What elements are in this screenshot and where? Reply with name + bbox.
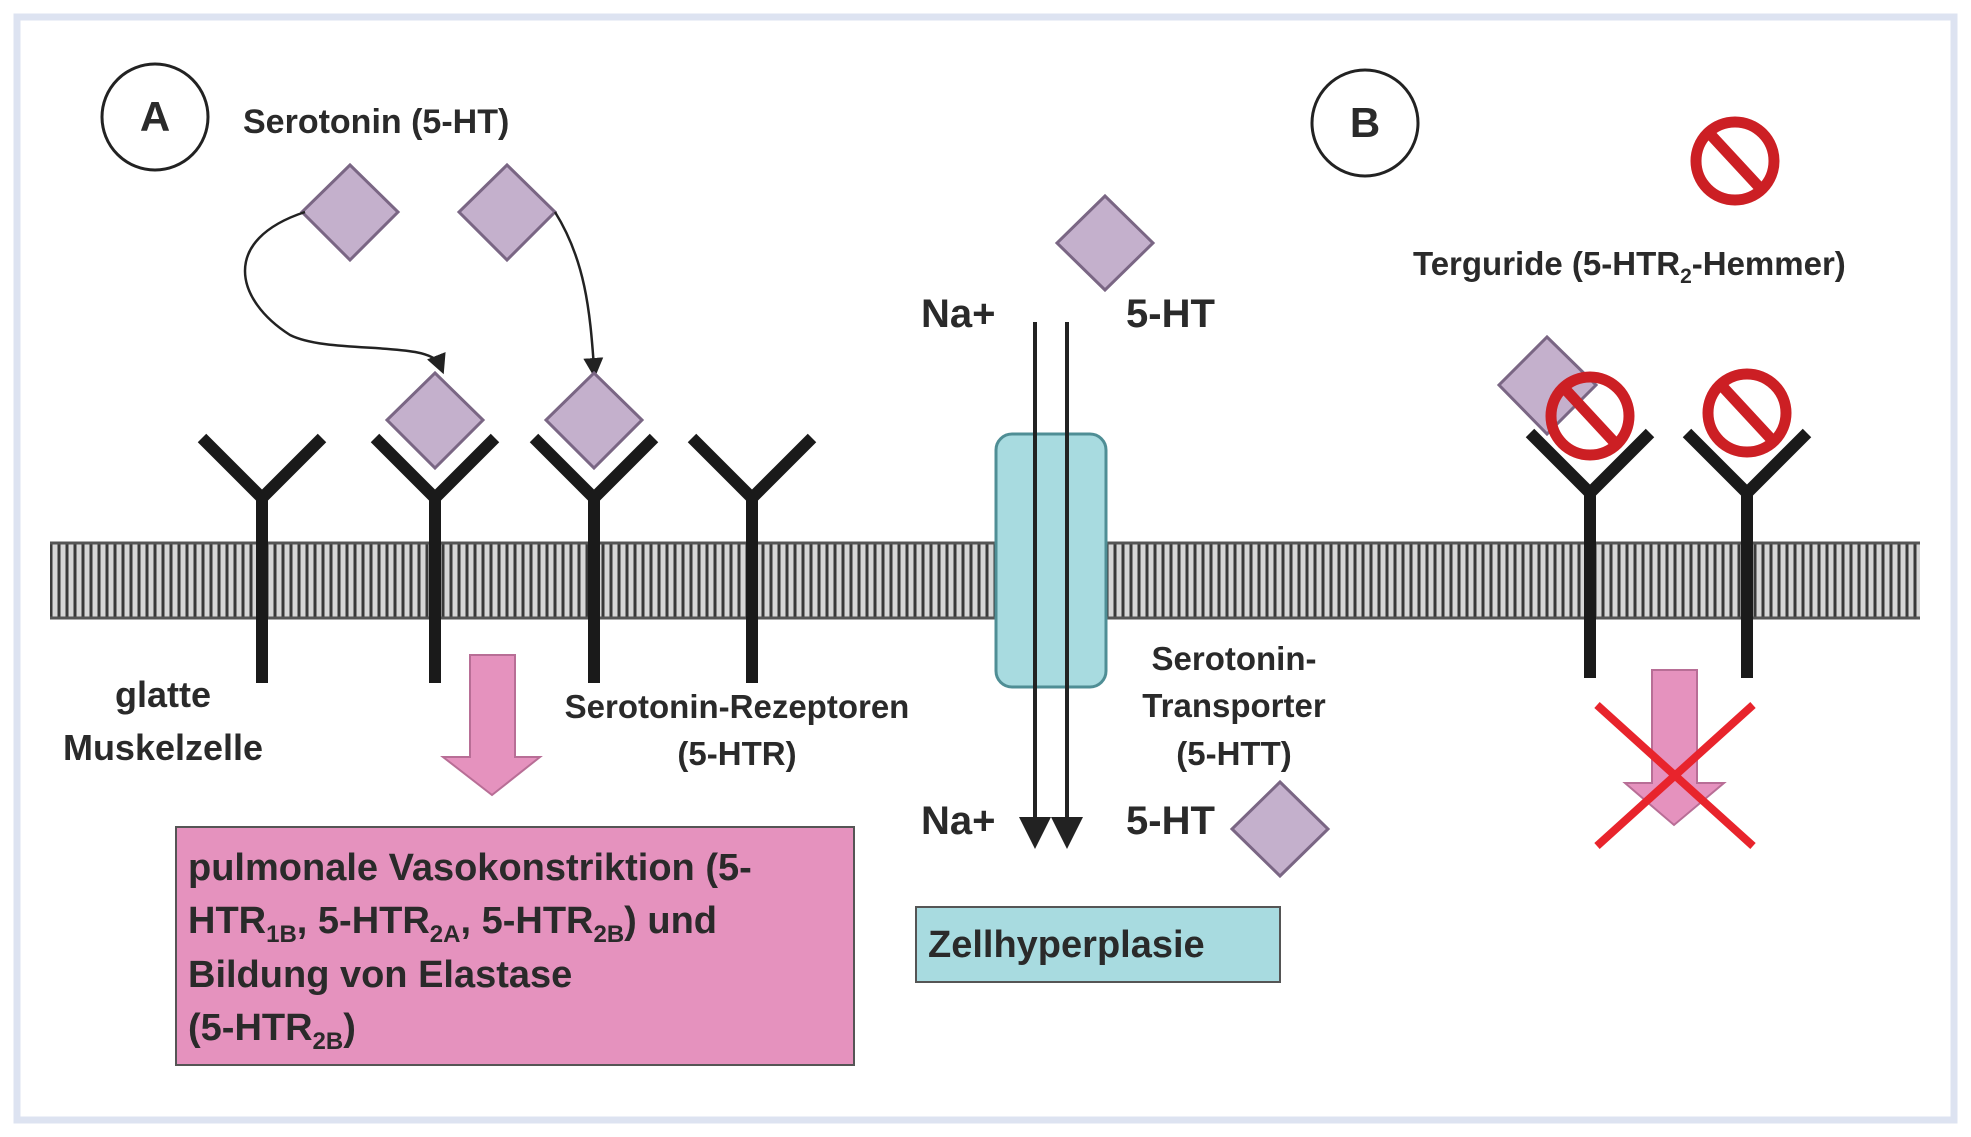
transporter-label-line2: Transporter [1142,687,1326,724]
red-x-icon [1594,702,1756,849]
no-entry-ring [1545,371,1635,461]
receptors-label-line2: (5-HTR) [677,735,796,772]
effect-line2-sub2: 2A [430,921,461,948]
effect-line2-a: HTR [188,900,266,942]
bound-serotonin-icon [384,370,486,471]
panel-b-label: B [1350,99,1380,146]
5ht-bottom-label: 5-HT [1126,799,1215,843]
no-entry-bar [1717,382,1777,444]
no-entry-bar [1560,385,1620,447]
no-entry-sign-icon [1545,371,1635,461]
cell-membrane [50,543,1920,618]
serotonin-transporter [994,432,1108,689]
effect-line4-b: ) [343,1007,356,1049]
terguride-suffix: -Hemmer) [1692,245,1846,282]
blocked-serotonin-icon [1496,334,1599,437]
effect-box [175,826,855,1066]
hyperplasia-label: Zellhyperplasie [928,924,1205,966]
transporter-label-line3: (5-HTT) [1176,735,1291,772]
effect-line3: Bildung von Elastase [188,954,572,996]
no-entry-sign-icon [1690,116,1780,206]
effect-line2: HTR1B, 5-HTR2A, 5-HTR2B) und [188,900,717,948]
serotonin-title: Serotonin (5-HT) [243,103,509,141]
panel-a-label: A [140,93,170,140]
smooth-muscle-label-line1: glatte [115,674,211,715]
smooth-muscle-label-line2: Muskelzelle [63,727,263,768]
serotonin-molecule-icon [299,162,401,263]
effect-line2-c: , 5-HTR [460,900,593,942]
transporter-label-line1: Serotonin- [1152,640,1317,677]
binding-arrow [243,210,446,375]
panel-a-circle [100,62,210,172]
no-entry-bar [1705,130,1765,192]
effect-line2-sub1: 1B [266,921,297,948]
effect-arrow [440,654,543,797]
effect-line4-sub: 2B [313,1028,344,1055]
receptors-label-line1: Serotonin-Rezeptoren [565,688,910,725]
effect-line2-d: ) und [624,900,717,942]
effect-line4: (5-HTR2B) [188,1007,356,1055]
serotonin-molecule-icon [1229,779,1331,879]
na-top-label: Na+ [921,292,996,336]
binding-arrow [553,211,604,378]
terguride-prefix: Terguride (5-HTR [1413,245,1680,282]
hyperplasia-box [915,906,1281,983]
effect-line2-sub3: 2B [593,921,624,948]
effect-line2-b: , 5-HTR [297,900,430,942]
terguride-sub: 2 [1680,265,1692,288]
effect-line4-a: (5-HTR [188,1007,313,1049]
effect-line1: pulmonale Vasokonstriktion (5- [188,847,752,889]
5ht-top-label: 5-HT [1126,292,1215,336]
serotonin-molecule-icon [456,162,558,263]
serotonin-molecule-icon [1054,193,1156,293]
no-entry-sign-icon [1702,368,1792,458]
bound-serotonin-icon [543,370,645,471]
blocked-effect-arrow [1622,669,1727,827]
red-x-stroke [1594,702,1756,849]
panel-b-circle [1310,68,1420,178]
terguride-label: Terguride (5-HTR2-Hemmer) [1413,245,1846,288]
na-bottom-label: Na+ [921,799,996,843]
